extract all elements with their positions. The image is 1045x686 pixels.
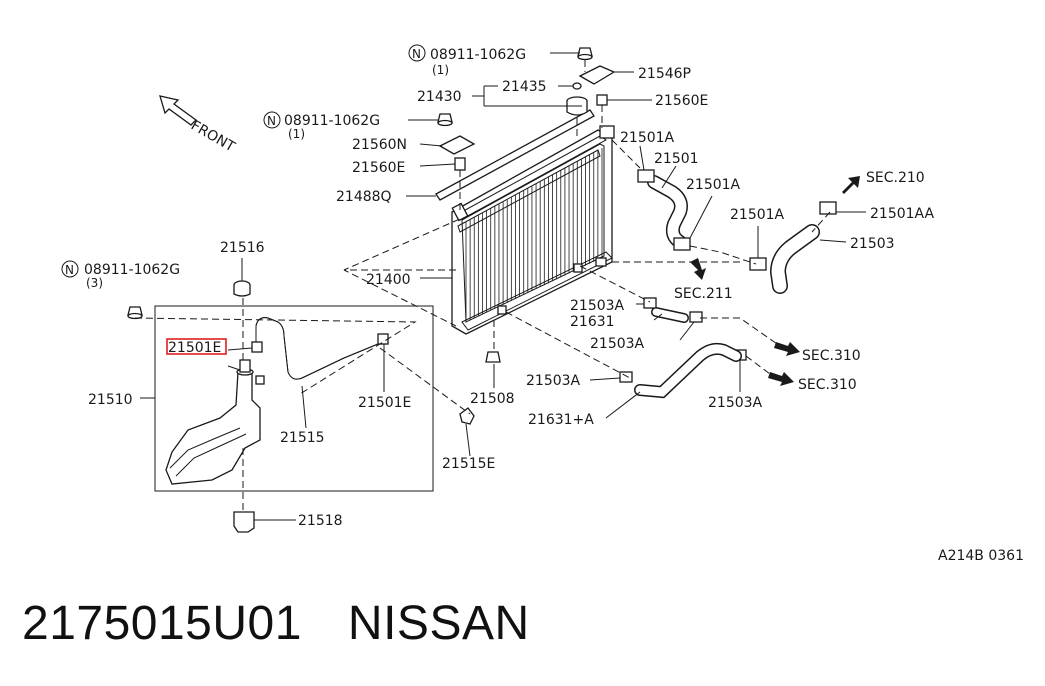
radiator-cap: [566, 82, 588, 140]
grommet-21560e-top: [596, 94, 608, 128]
routing-lines: [134, 139, 831, 415]
label-21501a-1: 21501A: [620, 130, 675, 146]
arrow-sec211-icon: [690, 258, 706, 280]
label-21560n: 21560N: [352, 137, 407, 153]
reservoir-tank: [165, 359, 261, 485]
label-08911-1062g-left: 08911-1062G: [84, 262, 180, 278]
label-21560e-mid: 21560E: [352, 160, 405, 176]
label-21515e: 21515E: [442, 456, 495, 472]
label-21501a-3: 21501A: [730, 207, 785, 223]
n-symbol-icon: N N N: [61, 44, 426, 278]
part-footer: 2175015U01 NISSAN: [22, 596, 530, 651]
diagram-reference-code: A214B 0361: [938, 548, 1024, 564]
label-21488q: 21488Q: [336, 189, 392, 205]
nut-top-icon: [577, 47, 593, 61]
label-21508: 21508: [470, 391, 515, 407]
svg-text:N: N: [65, 263, 74, 277]
label-21631a: 21631+A: [528, 412, 594, 428]
label-sec310-1: SEC.310: [802, 348, 861, 364]
label-qty-mid: (1): [288, 127, 305, 141]
clip-21515e: [459, 407, 475, 425]
mount-21508: [485, 320, 501, 363]
label-21510: 21510: [88, 392, 133, 408]
label-21631: 21631: [570, 314, 615, 330]
front-arrow-icon: [159, 95, 197, 126]
label-21503a-1: 21503A: [570, 298, 625, 314]
svg-text:N: N: [267, 114, 276, 128]
label-21503a-4: 21503A: [708, 395, 763, 411]
label-21501aa: 21501AA: [870, 206, 935, 222]
label-sec310-2: SEC.310: [798, 377, 857, 393]
seal-strip-21488q: [435, 109, 595, 201]
highlighted-part-label[interactable]: 21501E: [166, 338, 227, 356]
label-08911-1062g-mid: 08911-1062G: [284, 113, 380, 129]
label-21503a-3: 21503A: [526, 373, 581, 389]
label-21400: 21400: [366, 272, 411, 288]
svg-text:N: N: [412, 47, 421, 61]
overflow-hose-21515: [255, 317, 379, 380]
reservoir-cap-21516: [233, 280, 251, 297]
front-label: FRONT: [188, 118, 238, 156]
label-21503: 21503: [850, 236, 895, 252]
label-21430: 21430: [417, 89, 462, 105]
svg-text:21501E: 21501E: [168, 340, 221, 356]
bracket-21546p: [578, 65, 616, 85]
label-21560e-top: 21560E: [655, 93, 708, 109]
arrow-sec310-icon: [768, 342, 800, 386]
brand-name: NISSAN: [347, 597, 530, 650]
label-21501a-2: 21501A: [686, 177, 741, 193]
label-sec211: SEC.211: [674, 286, 733, 302]
clip-21501e-icon: [251, 333, 389, 385]
label-qty-top: (1): [432, 63, 449, 77]
label-08911-1062g-top: 08911-1062G: [430, 47, 526, 63]
label-21515: 21515: [280, 430, 325, 446]
grommet-21560e-mid: [454, 157, 466, 171]
hose-clamp-icon: [637, 169, 837, 271]
bracket-21518: [233, 511, 255, 533]
part-number: 2175015U01: [22, 597, 302, 650]
label-qty-left: (3): [86, 276, 103, 290]
label-21501: 21501: [654, 151, 699, 167]
label-21516: 21516: [220, 240, 265, 256]
label-21546p: 21546P: [638, 66, 691, 82]
label-21501e: 21501E: [358, 395, 411, 411]
radiator-core: [451, 125, 615, 335]
arrow-sec210-icon: [842, 176, 860, 194]
bracket-21560n: [438, 135, 476, 155]
nut-mid-icon: [437, 113, 453, 127]
nut-left-icon: [127, 306, 143, 320]
leader-lines: [140, 52, 866, 521]
label-21435: 21435: [502, 79, 547, 95]
label-sec210: SEC.210: [866, 170, 925, 186]
label-21518: 21518: [298, 513, 343, 529]
label-21503a-2: 21503A: [590, 336, 645, 352]
